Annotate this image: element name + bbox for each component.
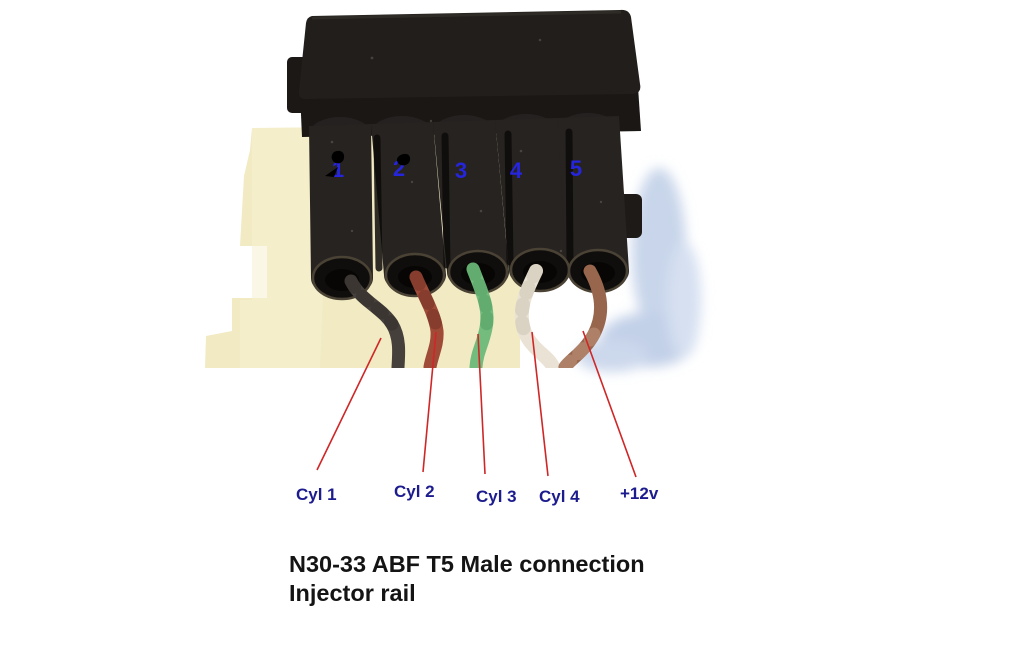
caption: N30-33 ABF T5 Male connection Injector r… (289, 551, 645, 606)
connector-barrel (309, 124, 373, 296)
scribble-arrow-pin1 (325, 167, 338, 177)
connector-barrels (309, 38, 629, 296)
wire-cyl4 (514, 264, 560, 368)
leader-lines (316, 330, 637, 478)
wire-label-cyl2: Cyl 2 (394, 482, 435, 501)
wire-cyl1-shading (344, 274, 399, 331)
wire-cyl4-shading (514, 264, 543, 344)
pin-number-4: 4 (510, 158, 523, 183)
pin-number-3: 3 (455, 158, 467, 183)
connector-shadow (576, 168, 701, 372)
wire-labels: Cyl 1 Cyl 2 Cyl 3 Cyl 4 +12v (296, 482, 659, 506)
leader-line-cyl4 (531, 331, 549, 477)
pin-number-1: 1 (332, 157, 344, 182)
caption-line1: N30-33 ABF T5 Male connection (289, 551, 645, 577)
pen-scribbles (325, 150, 411, 177)
leader-line-cyl3 (477, 333, 486, 475)
pin-number-5: 5 (570, 156, 582, 181)
connector-top-block (298, 9, 641, 100)
connector-barrel (433, 120, 509, 290)
wire-label-cyl4: Cyl 4 (539, 487, 580, 506)
leader-line-cyl1 (316, 337, 382, 471)
cream-backdrop-highlight (240, 126, 330, 368)
wire-cyl2-shading (409, 270, 444, 338)
connector-barrel (495, 118, 571, 288)
wire-cyl3-shading (466, 262, 494, 335)
wire-label-12v: +12v (620, 484, 659, 503)
pin-numbers: 1 2 3 4 5 (332, 156, 582, 183)
connector-texture (330, 38, 603, 253)
wire-12v-shading (558, 327, 601, 368)
wire-cyl3 (466, 262, 494, 368)
wire-label-cyl1: Cyl 1 (296, 485, 337, 504)
scribble-near-pin2 (396, 153, 411, 166)
connector-barrel (557, 116, 629, 289)
wire-cyl1 (344, 274, 406, 368)
caption-line2: Injector rail (289, 580, 416, 606)
top-block-bevel (311, 10, 622, 20)
leader-line-12v (582, 330, 637, 478)
wire-label-cyl3: Cyl 3 (476, 487, 517, 506)
leader-line-cyl2 (422, 331, 437, 473)
barrel-separators (373, 128, 574, 272)
connector-barrel (371, 122, 446, 293)
wires (344, 262, 608, 368)
scribble-near-pin1 (331, 150, 345, 164)
